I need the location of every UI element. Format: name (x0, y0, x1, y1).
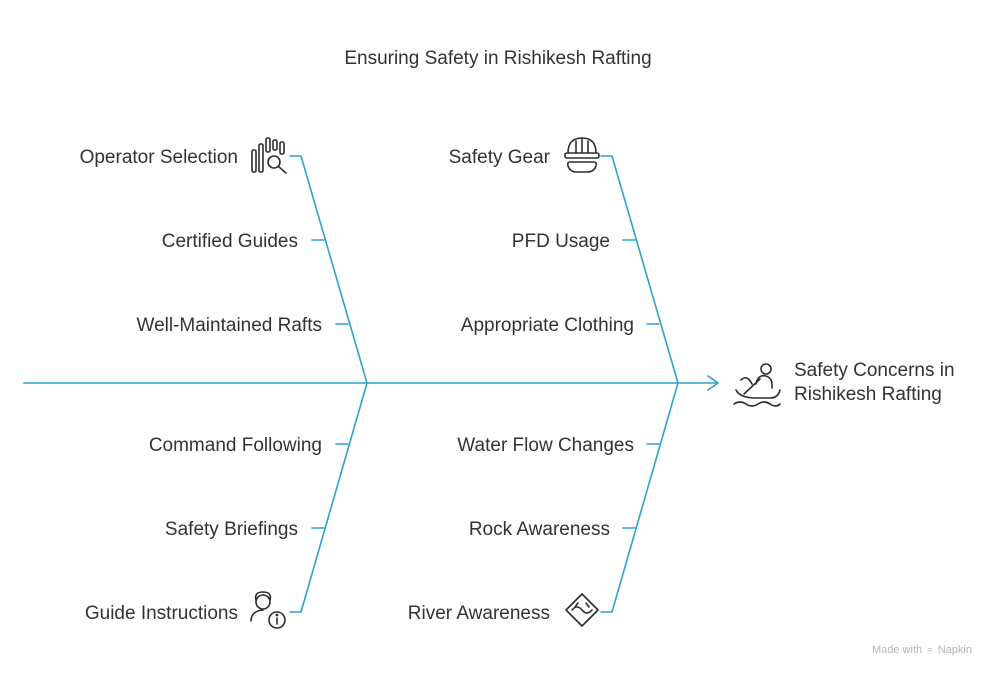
cause-guide-instructions: Guide Instructions (85, 603, 238, 624)
cause-safety-briefings: Safety Briefings (165, 519, 298, 540)
cause-river-awareness: River Awareness (408, 603, 550, 624)
cause-rock-awareness: Rock Awareness (469, 519, 610, 540)
cause-water-flow-changes: Water Flow Changes (457, 435, 634, 456)
cause-operator-selection: Operator Selection (80, 147, 238, 168)
bone-top-right (600, 155, 679, 384)
cause-well-maintained-rafts: Well-Maintained Rafts (136, 315, 322, 336)
watermark: Made with ≈ Napkin (872, 644, 972, 656)
watermark-brand: Napkin (937, 644, 972, 656)
cause-certified-guides: Certified Guides (162, 231, 298, 252)
helmet-icon (564, 137, 600, 173)
bone-bottom-right (600, 382, 679, 613)
operator-search-icon (251, 137, 287, 174)
cause-command-following: Command Following (149, 435, 322, 456)
effect-line-1: Safety Concerns in (794, 360, 955, 381)
cause-safety-gear: Safety Gear (449, 147, 551, 168)
napkin-logo-icon: ≈ (927, 645, 933, 656)
watermark-prefix: Made with (871, 644, 923, 656)
bone-bottom-left (289, 382, 368, 613)
effect-label: Safety Concerns in Rishikesh Rafting (794, 359, 955, 407)
cause-pfd-usage: PFD Usage (512, 231, 610, 252)
effect-line-2: Rishikesh Rafting (794, 384, 942, 405)
rafter-icon (733, 363, 781, 407)
spine-arrowhead (707, 375, 719, 391)
guide-info-icon (250, 591, 286, 629)
bone-top-left (289, 155, 368, 384)
river-sign-icon (565, 593, 599, 627)
diagram-title: Ensuring Safety in Rishikesh Rafting (344, 48, 652, 69)
cause-appropriate-clothing: Appropriate Clothing (461, 315, 634, 336)
